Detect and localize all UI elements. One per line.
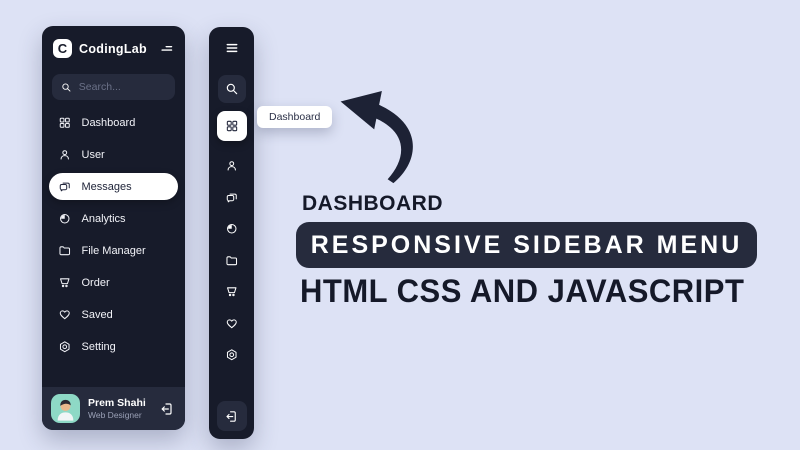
dashboard-icon xyxy=(59,117,70,128)
sidebar-item-label: Order xyxy=(81,276,110,289)
sidebar-header: C CodingLab xyxy=(42,26,185,64)
mini-item-dashboard[interactable] xyxy=(216,111,247,141)
mini-item-saved[interactable] xyxy=(225,317,239,331)
profile-footer: Prem Shahi Web Designer xyxy=(42,387,185,430)
order-icon xyxy=(60,278,70,287)
file-manager-icon xyxy=(226,255,237,265)
codinglab-logo-icon: C xyxy=(53,39,72,58)
avatar xyxy=(51,394,80,423)
sidebar-item-label: File Manager xyxy=(81,244,146,257)
brand-title: CodingLab xyxy=(79,41,147,56)
sidebar-item-messages[interactable]: Messages xyxy=(49,173,178,200)
curved-arrow-icon xyxy=(340,90,413,184)
setting-icon xyxy=(59,341,70,352)
user-icon xyxy=(60,149,69,160)
search-bar[interactable] xyxy=(52,74,175,100)
mini-logout-button[interactable] xyxy=(216,401,247,431)
search-input[interactable] xyxy=(78,81,166,93)
sidebar-item-order[interactable]: Order xyxy=(49,269,178,296)
mini-item-order[interactable] xyxy=(225,285,239,299)
sidebar-item-label: User xyxy=(81,148,105,161)
sidebar-item-setting[interactable]: Setting xyxy=(49,333,178,360)
headline-title-pill: RESPONSIVE SIDEBAR MENU xyxy=(296,222,757,268)
logout-icon[interactable] xyxy=(159,401,175,417)
search-icon xyxy=(62,82,71,92)
sidebar-item-label: Analytics xyxy=(81,212,126,225)
sidebar-item-dashboard[interactable]: Dashboard xyxy=(49,109,178,136)
sidebar-item-label: Dashboard xyxy=(81,116,136,129)
sidebar-item-analytics[interactable]: Analytics xyxy=(49,205,178,232)
mini-search-button[interactable] xyxy=(217,75,246,103)
headline-title: RESPONSIVE SIDEBAR MENU xyxy=(310,230,743,259)
sidebar-item-saved[interactable]: Saved xyxy=(49,301,178,328)
mini-item-analytics[interactable] xyxy=(225,222,239,236)
profile-meta: Prem Shahi Web Designer xyxy=(88,397,151,421)
sidebar-item-label: Saved xyxy=(81,308,113,321)
mini-item-messages[interactable] xyxy=(225,191,239,205)
sidebar-item-label: Setting xyxy=(81,340,116,353)
hamburger-icon[interactable] xyxy=(224,40,240,56)
file-manager-icon xyxy=(59,246,71,255)
collapsed-sidebar xyxy=(209,27,254,439)
sidebar-item-label: Messages xyxy=(81,180,132,193)
user-icon xyxy=(227,161,236,171)
mini-item-setting[interactable] xyxy=(225,348,239,362)
analytics-icon xyxy=(226,224,237,234)
search-icon xyxy=(226,83,237,95)
analytics-icon xyxy=(60,213,70,224)
sidebar-item-user[interactable]: User xyxy=(49,141,178,168)
headline-kicker: DASHBOARD xyxy=(302,192,443,215)
expanded-sidebar: C CodingLab Dashboard xyxy=(42,26,185,430)
saved-icon xyxy=(226,318,237,328)
headline-block: DASHBOARD RESPONSIVE SIDEBAR MENU HTML C… xyxy=(296,192,766,309)
dashboard-tooltip: Dashboard xyxy=(257,106,333,128)
mini-item-file-manager[interactable] xyxy=(225,254,239,268)
order-icon xyxy=(226,287,237,297)
menu-fold-icon[interactable] xyxy=(159,41,174,56)
mini-item-user[interactable] xyxy=(225,159,239,173)
profile-name: Prem Shahi xyxy=(88,396,146,409)
sidebar-item-file-manager[interactable]: File Manager xyxy=(49,237,178,264)
setting-icon xyxy=(226,349,237,361)
messages-icon xyxy=(59,182,70,192)
messages-icon xyxy=(226,193,237,202)
headline-subtitle: HTML CSS AND JAVASCRIPT xyxy=(300,273,745,310)
dashboard-icon xyxy=(226,120,237,132)
sidebar-nav: Dashboard User Messages A xyxy=(42,102,185,387)
saved-icon xyxy=(59,310,70,319)
profile-role: Web Designer xyxy=(88,409,142,420)
logout-icon xyxy=(226,410,236,422)
